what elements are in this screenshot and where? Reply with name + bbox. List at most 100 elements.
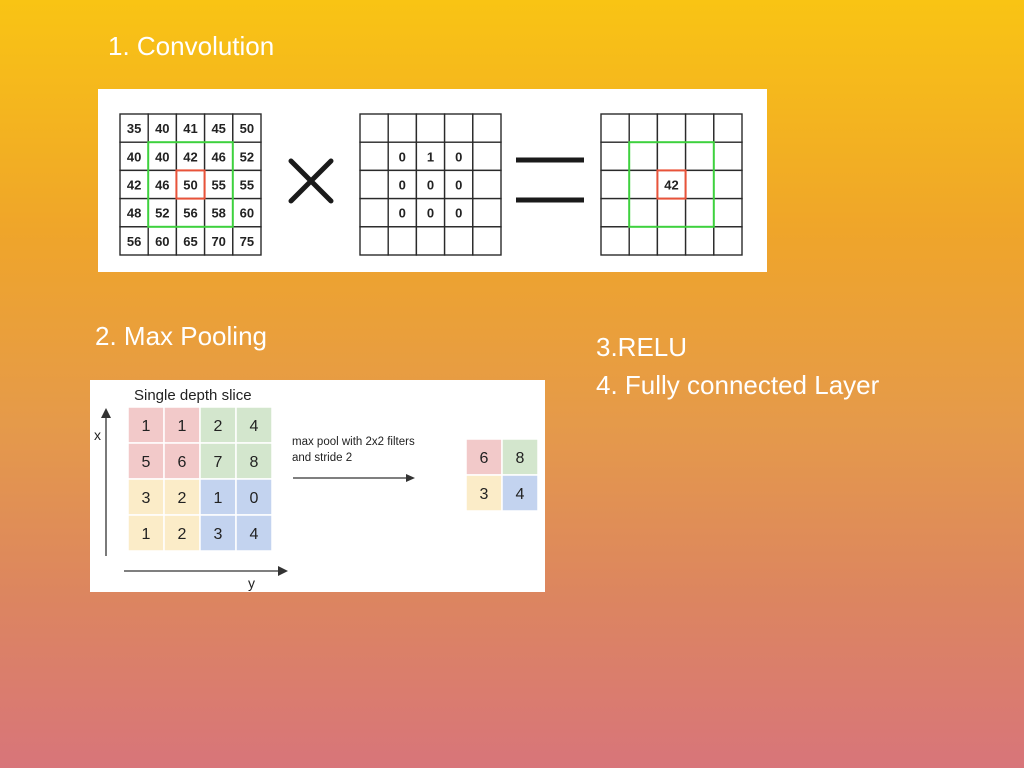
conv-input-value: 46 <box>211 149 225 164</box>
conv-output-cell <box>628 197 659 228</box>
conv-kernel-cell <box>415 141 446 172</box>
conv-output-cell <box>600 226 630 256</box>
conv-input-cell <box>203 197 234 228</box>
conv-output-cell <box>656 226 687 256</box>
pool-input-value: 1 <box>214 490 223 507</box>
conv-output-cell <box>628 113 659 143</box>
conv-input-value: 52 <box>155 206 169 221</box>
pooling-caption: max pool with 2x2 filters <box>292 436 415 448</box>
conv-input-value: 35 <box>127 121 141 136</box>
pool-input-value: 8 <box>250 454 259 471</box>
conv-kernel-cell <box>472 141 502 172</box>
heading-relu: 3.RELU <box>596 332 688 362</box>
conv-output-cell <box>600 197 630 228</box>
conv-output-cell <box>600 113 630 143</box>
conv-output-value: 42 <box>664 178 678 193</box>
pool-output-cell <box>501 438 539 476</box>
pool-input-cell <box>235 514 273 552</box>
heading-max-pooling: 2. Max Pooling <box>95 321 267 351</box>
multiply-sign <box>288 158 334 204</box>
conv-kernel-value: 0 <box>455 149 462 164</box>
pool-input-value: 2 <box>214 418 223 435</box>
pool-input-value: 1 <box>142 418 151 435</box>
pooling-title: Single depth slice <box>134 387 252 404</box>
output-cell-highlight <box>656 169 687 200</box>
conv-kernel-cell <box>359 226 389 256</box>
pool-input-value: 4 <box>250 526 259 543</box>
pool-output-value: 6 <box>480 450 489 467</box>
pool-input-cell <box>163 442 201 480</box>
conv-kernel-cell <box>472 113 502 143</box>
pool-input-value: 4 <box>250 418 259 435</box>
conv-kernel-cell <box>359 113 389 143</box>
conv-output-grid: 42 <box>600 113 743 256</box>
conv-input-value: 46 <box>155 178 169 193</box>
x-axis-arrow <box>101 408 111 418</box>
conv-input-cell <box>175 141 206 172</box>
conv-kernel-cell <box>443 226 474 256</box>
conv-output-cell <box>656 197 687 228</box>
conv-kernel-value: 0 <box>455 206 462 221</box>
conv-kernel-cell <box>443 197 474 228</box>
pool-input-cell <box>199 406 237 444</box>
conv-kernel-cell <box>443 169 474 200</box>
conv-output-cell <box>713 197 743 228</box>
conv-output-cell <box>600 141 630 172</box>
conv-input-cell <box>232 226 262 256</box>
center-cell-highlight <box>175 169 206 200</box>
pool-input-cell <box>199 478 237 516</box>
pool-output-cell <box>501 474 539 512</box>
conv-kernel-cell <box>415 113 446 143</box>
conv-kernel-value: 0 <box>399 206 406 221</box>
conv-output-cell <box>628 169 659 200</box>
conv-output-cell <box>713 226 743 256</box>
y-axis-label: y <box>248 575 255 591</box>
pool-input-value: 1 <box>142 526 151 543</box>
pool-input-value: 5 <box>142 454 151 471</box>
conv-kernel-value: 0 <box>427 206 434 221</box>
conv-input-value: 40 <box>155 149 169 164</box>
conv-input-value: 65 <box>183 234 197 249</box>
conv-input-value: 75 <box>240 234 254 249</box>
conv-input-value: 60 <box>155 234 169 249</box>
conv-input-value: 56 <box>183 206 197 221</box>
conv-input-value: 70 <box>211 234 225 249</box>
conv-kernel-cell <box>472 197 502 228</box>
conv-input-value: 55 <box>240 178 254 193</box>
conv-kernel-cell <box>387 113 418 143</box>
conv-output-cell <box>656 113 687 143</box>
pool-input-cell <box>127 478 165 516</box>
conv-kernel-value: 0 <box>399 178 406 193</box>
pool-input-value: 3 <box>214 526 223 543</box>
heading-convolution: 1. Convolution <box>108 31 275 61</box>
conv-input-cell <box>119 226 149 256</box>
x-axis-label: x <box>94 427 101 443</box>
conv-output-cell <box>713 141 743 172</box>
conv-input-value: 45 <box>211 121 225 136</box>
pool-input-cell <box>127 514 165 552</box>
conv-output-cell <box>628 141 659 172</box>
pooling-caption: and stride 2 <box>292 452 352 464</box>
conv-kernel-cell <box>359 141 389 172</box>
pool-input-value: 6 <box>178 454 187 471</box>
pool-output-cell <box>465 474 503 512</box>
conv-input-cell <box>119 197 149 228</box>
conv-kernel-cell <box>387 226 418 256</box>
conv-kernel-cell <box>415 197 446 228</box>
heading-fully-connected: 4. Fully connected Layer <box>596 370 880 400</box>
output-field-highlight <box>628 141 715 228</box>
conv-output-cell <box>684 113 715 143</box>
conv-input-value: 52 <box>240 149 254 164</box>
conv-kernel-value: 0 <box>455 178 462 193</box>
pool-output-value: 3 <box>480 486 489 503</box>
conv-kernel-cell <box>415 226 446 256</box>
conv-input-value: 50 <box>183 178 197 193</box>
pool-input-value: 3 <box>142 490 151 507</box>
pool-input-cell <box>163 514 201 552</box>
conv-kernel-value: 1 <box>427 149 434 164</box>
